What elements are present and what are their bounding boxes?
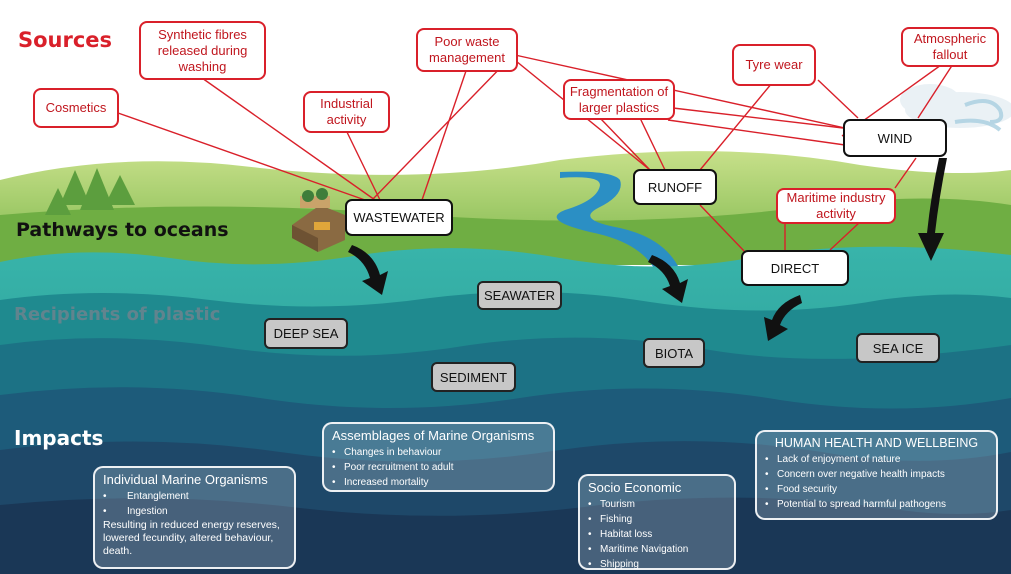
pathway-wind: WIND [843, 119, 947, 157]
source-maritime-industry: Maritime industry activity [776, 188, 896, 224]
river [556, 171, 680, 270]
source-synthetic-fibres: Synthetic fibres released during washing [139, 21, 266, 80]
pathway-runoff: RUNOFF [633, 169, 717, 205]
list-item: Tourism [588, 497, 726, 512]
pathway-direct: DIRECT [741, 250, 849, 286]
trees-icon [45, 168, 135, 215]
list-item: Food security [765, 482, 988, 497]
wind-swirl-icon [954, 99, 1004, 132]
recipient-sediment: SEDIMENT [431, 362, 516, 392]
list-item: Increased mortality [332, 475, 545, 490]
impact-individual-title: Individual Marine Organisms [103, 472, 268, 487]
sources-heading: Sources [18, 28, 113, 52]
source-tyre-wear: Tyre wear [732, 44, 816, 86]
list-item: Habitat loss [588, 527, 726, 542]
list-item: Ingestion [103, 504, 286, 519]
source-fragmentation: Fragmentation of larger plastics [563, 79, 675, 120]
list-item: Lack of enjoyment of nature [765, 452, 988, 467]
arrow-icon [348, 158, 947, 341]
source-cosmetics: Cosmetics [33, 88, 119, 128]
wastewater-plant-icon [292, 188, 345, 252]
recipient-deep-sea: DEEP SEA [264, 318, 348, 349]
list-item: Concern over negative health impacts [765, 467, 988, 482]
source-industrial-activity: Industrial activity [303, 91, 390, 133]
impact-human-health: HUMAN HEALTH AND WELLBEING Lack of enjoy… [755, 430, 998, 520]
recipient-biota: BIOTA [643, 338, 705, 368]
impact-socio-economic: Socio Economic Tourism Fishing Habitat l… [578, 474, 736, 572]
recipient-seawater: SEAWATER [477, 281, 562, 310]
pathway-wastewater: WASTEWATER [345, 199, 453, 236]
list-item: Maritime Navigation [588, 542, 726, 557]
impact-socio-title: Socio Economic [588, 480, 682, 495]
list-item: Shipping [588, 557, 726, 572]
source-atmospheric-fallout: Atmospheric fallout [901, 27, 999, 67]
impact-individual-organisms: Individual Marine Organisms Entanglement… [93, 466, 296, 569]
impact-assemblages: Assemblages of Marine Organisms Changes … [322, 422, 555, 492]
connector-lines [117, 47, 954, 253]
source-poor-waste-management: Poor waste management [416, 28, 518, 72]
impact-individual-note: Resulting in reduced energy reserves, lo… [103, 519, 280, 557]
list-item: Changes in behaviour [332, 445, 545, 460]
list-item: Potential to spread harmful pathogens [765, 497, 988, 512]
recipient-sea-ice: SEA ICE [856, 333, 940, 363]
impacts-heading: Impacts [14, 426, 104, 450]
impact-human-title: HUMAN HEALTH AND WELLBEING [774, 436, 979, 450]
impact-assemblages-title: Assemblages of Marine Organisms [332, 428, 535, 443]
list-item: Poor recruitment to adult [332, 460, 545, 475]
recipients-heading: Recipients of plastic [14, 304, 221, 325]
list-item: Entanglement [103, 489, 286, 504]
pathways-heading: Pathways to oceans [16, 219, 229, 241]
list-item: Fishing [588, 512, 726, 527]
